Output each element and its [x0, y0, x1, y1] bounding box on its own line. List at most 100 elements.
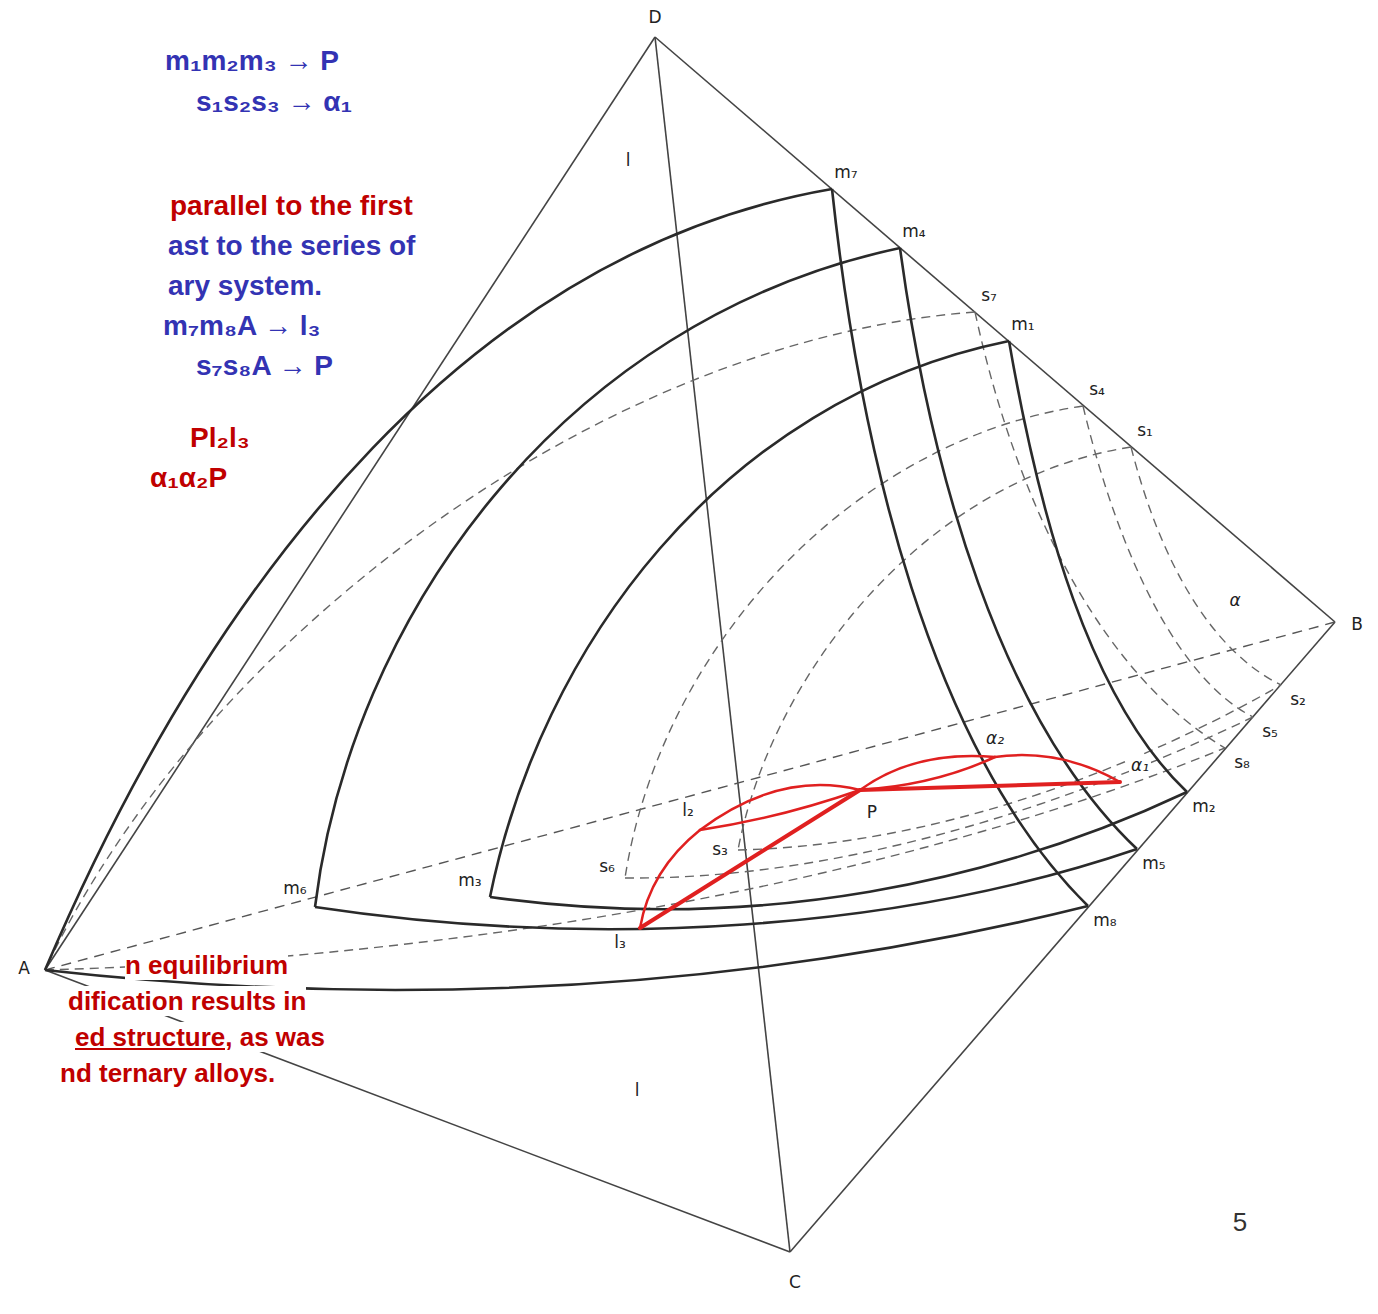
solidus-surface-line	[738, 447, 1131, 850]
label-slot: m₇m₈A → l₃	[163, 310, 321, 342]
label-slot: s₁	[1135, 421, 1155, 440]
phase-label: α₂	[984, 728, 1006, 748]
liquidus-surface-line	[45, 189, 832, 970]
hidden-edge	[45, 622, 1335, 970]
tie-triangle	[995, 755, 1120, 782]
tie-triangle	[640, 830, 700, 928]
page-number: 5	[1231, 1207, 1249, 1237]
solidus-surface-line	[975, 312, 1225, 748]
label-slot: parallel to the first	[170, 190, 413, 222]
solidus-surface-line	[1131, 447, 1281, 685]
point-label: m₄	[900, 221, 927, 241]
liquidus-surface-line	[315, 248, 900, 907]
solidus-surface-line	[1083, 406, 1253, 717]
label-slot: Pl₂l₃	[190, 422, 250, 454]
point-label: m₁	[1009, 314, 1036, 334]
label-slot: m₃	[456, 871, 483, 890]
label-slot: C	[787, 1273, 803, 1292]
label-slot: ary system.	[168, 270, 322, 302]
slide-text: m₇m₈A → l₃	[163, 310, 321, 341]
slide-text: s₇s₈A → P	[196, 350, 333, 381]
label-slot: ed structure	[75, 1022, 225, 1053]
solidus-surface-line	[738, 685, 1281, 850]
point-label: s₇	[979, 285, 999, 305]
label-slot: 5	[1231, 1207, 1249, 1238]
hidden-edge	[45, 622, 1335, 970]
point-label: m₃	[456, 870, 483, 890]
label-slot: s₂	[1288, 690, 1308, 709]
label-slot: dification results in	[68, 986, 306, 1017]
point-label: s₅	[1260, 721, 1280, 741]
solidus-surface-line	[45, 312, 975, 970]
label-slot: l₃	[612, 933, 628, 952]
slide-text: s₁s₂s₃ → α₁	[196, 86, 352, 117]
phase-label: l	[633, 1080, 642, 1100]
label-slot: l₂	[680, 801, 696, 820]
point-label: l₃	[612, 932, 628, 952]
point-label: l₂	[680, 800, 696, 820]
slide-text: m₁m₂m₃ → P	[165, 45, 339, 76]
point-label: m₂	[1190, 796, 1217, 816]
slide-text: ast to the series of	[168, 230, 415, 261]
label-slot: m₁m₂m₃ → P	[165, 45, 339, 77]
point-label: s₃	[710, 839, 730, 859]
vertex-label: D	[646, 7, 663, 27]
label-slot: P	[865, 803, 879, 822]
label-slot: n equilibrium	[125, 950, 288, 981]
label-slot: α₁α₂P	[150, 462, 227, 494]
label-slot: nd ternary alloys.	[60, 1058, 275, 1089]
label-slot: s₇	[979, 286, 999, 305]
tetrahedron-edge	[45, 37, 1335, 1252]
point-label: m₅	[1140, 853, 1167, 873]
tie-triangle	[700, 790, 860, 830]
label-slot: α	[1227, 591, 1242, 610]
liquidus-surface-line	[490, 792, 1187, 909]
tie-triangle	[640, 790, 860, 928]
vertex-label: C	[787, 1272, 803, 1292]
label-slot: s₃	[710, 840, 730, 859]
tie-triangle	[860, 756, 995, 790]
slide-text: ary system.	[168, 270, 322, 301]
label-slot: m₅	[1140, 854, 1167, 873]
phase-label: l	[624, 150, 633, 170]
point-label: m₇	[832, 162, 859, 182]
slide-text: α₁α₂P	[150, 462, 227, 493]
label-slot: ast to the series of	[168, 230, 415, 262]
point-label: s₄	[1087, 379, 1107, 399]
point-label: s₆	[597, 856, 617, 876]
label-slot: , as was	[225, 1022, 325, 1053]
label-slot: m₆	[281, 879, 308, 898]
slide-text: , as was	[225, 1022, 325, 1052]
label-slot: α₁	[1129, 756, 1151, 775]
point-label: m₈	[1091, 910, 1118, 930]
liquidus-surface-line	[45, 189, 1187, 990]
slide-text: nd ternary alloys.	[60, 1058, 275, 1088]
label-slot: A	[16, 959, 32, 978]
slide-text: ed structure	[75, 1022, 225, 1052]
slide-text: dification results in	[68, 986, 306, 1016]
slide-text: parallel to the first	[170, 190, 413, 221]
point-label: s₁	[1135, 420, 1155, 440]
label-slot: l	[633, 1081, 642, 1100]
solidus-surface-line	[45, 312, 1281, 970]
solidus-surface-line	[625, 717, 1253, 878]
label-slot: s₅	[1260, 722, 1280, 741]
slide-text: Pl₂l₃	[190, 422, 250, 453]
tetrahedron-edge	[655, 37, 1335, 622]
label-slot: s₄	[1087, 380, 1107, 399]
label-slot: m₈	[1091, 911, 1118, 930]
label-slot: B	[1349, 615, 1365, 634]
label-slot: s₈	[1232, 753, 1252, 772]
tie-triangle	[860, 757, 995, 790]
label-slot: m₇	[832, 163, 859, 182]
label-slot: α₂	[984, 729, 1006, 748]
vertex-label: A	[16, 958, 32, 978]
phase-label: α	[1227, 590, 1242, 610]
point-label: s₂	[1288, 689, 1308, 709]
point-label: P	[865, 802, 879, 822]
solidus-surface-line	[625, 406, 1083, 878]
liquidus-surface-line	[315, 849, 1137, 929]
liquidus-surface-line	[45, 906, 1088, 990]
